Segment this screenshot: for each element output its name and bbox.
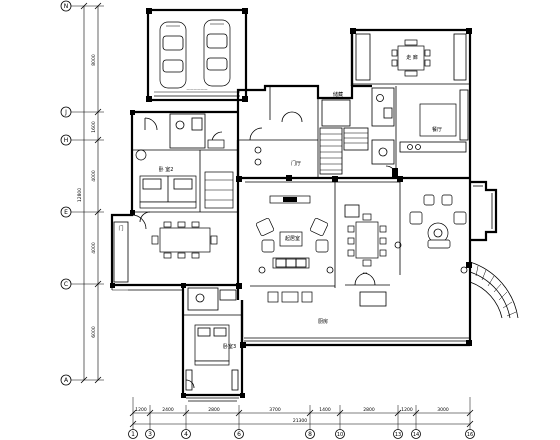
dining-center xyxy=(335,181,401,307)
axis-bubble-13: 13 xyxy=(393,429,403,439)
svg-text:16: 16 xyxy=(467,432,473,438)
dim-text-b5: 1400 xyxy=(319,407,331,413)
axis-bubble-h: H xyxy=(60,134,92,146)
axis-bubble-8: 8 xyxy=(305,429,315,439)
bottom-dimension-chain xyxy=(129,397,474,430)
dim-text-b2: 2400 xyxy=(162,407,174,413)
svg-text:——————: —————— xyxy=(187,87,209,91)
svg-text:1: 1 xyxy=(131,431,135,438)
axis-bubble-j: J xyxy=(60,106,92,118)
svg-text:8: 8 xyxy=(308,431,312,438)
axis-bubble-10: 10 xyxy=(335,429,345,439)
dim-text-l2: 1600 xyxy=(91,121,97,133)
family-room xyxy=(394,180,519,346)
svg-text:10: 10 xyxy=(337,432,343,438)
axis-bubble-3: 3 xyxy=(145,429,155,439)
label-living: 起居室 xyxy=(285,235,300,242)
svg-text:6: 6 xyxy=(237,431,241,438)
garage: —————— xyxy=(146,8,248,102)
bottom-dimension-texts: 1200 2400 2800 3700 1400 2800 1200 3000 … xyxy=(135,407,449,424)
label-hall: 门厅 xyxy=(291,160,301,167)
label-bedroom-2: 卧 室2 xyxy=(159,166,174,173)
kitchen-wing: 走 廊 餐厅 xyxy=(350,28,472,178)
dim-text-b3: 2800 xyxy=(208,407,220,413)
axis-bubble-4: 4 xyxy=(181,429,191,439)
svg-text:A: A xyxy=(64,377,69,384)
dim-text-b6: 2800 xyxy=(363,407,375,413)
bedroom-3: 卧室3 xyxy=(183,287,242,391)
svg-text:13: 13 xyxy=(395,432,401,438)
dim-text-l6: 6000 xyxy=(91,326,97,338)
axis-bubble-16: 16 xyxy=(465,429,475,439)
dim-text-l4: 12800 xyxy=(77,188,83,202)
dim-text-l1: 8000 xyxy=(91,54,97,66)
svg-text:J: J xyxy=(64,109,67,116)
left-dimension-texts: 8000 1600 4000 12800 4000 6000 xyxy=(77,54,97,338)
dim-text-b1: 1200 xyxy=(135,407,147,413)
axis-bubble-a: A xyxy=(60,374,78,386)
svg-text:4: 4 xyxy=(184,431,188,438)
svg-text:门: 门 xyxy=(118,225,123,232)
dim-text-b4: 3700 xyxy=(269,407,281,413)
label-corridor: 厨房 xyxy=(318,318,328,325)
axis-bubble-1: 1 xyxy=(128,429,138,439)
svg-text:C: C xyxy=(64,281,68,288)
axis-bubble-n: N xyxy=(60,0,78,12)
left-dimension-chain xyxy=(78,2,104,384)
svg-text:N: N xyxy=(64,3,69,10)
car-left xyxy=(159,21,187,89)
dining-left: 门 xyxy=(111,211,218,291)
car-right xyxy=(203,19,231,87)
exterior-walls xyxy=(110,28,472,402)
axis-bubble-6: 6 xyxy=(234,429,244,439)
bottom-axis-bubbles: 1 3 4 6 8 10 13 14 16 xyxy=(128,429,475,439)
entry-hall: 门厅 储藏 xyxy=(238,86,369,181)
svg-text:14: 14 xyxy=(413,432,419,438)
axis-bubble-e: E xyxy=(60,206,92,218)
living-room: 起居室 xyxy=(245,181,336,303)
dim-text-b7: 1200 xyxy=(401,407,413,413)
dim-text-b8: 3000 xyxy=(437,407,449,413)
label-store: 储藏 xyxy=(333,91,343,98)
label-dining: 走 廊 xyxy=(406,54,418,61)
axis-bubble-14: 14 xyxy=(411,429,421,439)
label-kitchen: 餐厅 xyxy=(432,126,442,133)
dim-text-total: 21300 xyxy=(293,418,307,424)
label-bedroom-3: 卧室3 xyxy=(223,343,236,350)
bedroom-2: 卧 室2 xyxy=(132,113,238,213)
svg-text:3: 3 xyxy=(148,431,152,438)
left-axis-bubbles: N J H E C A xyxy=(60,0,92,386)
columns xyxy=(110,110,403,398)
dim-text-l5: 4000 xyxy=(91,242,97,254)
svg-text:H: H xyxy=(64,137,69,144)
dim-text-l3: 4000 xyxy=(91,170,97,182)
axis-bubble-c: C xyxy=(60,278,92,290)
svg-text:E: E xyxy=(64,209,68,216)
